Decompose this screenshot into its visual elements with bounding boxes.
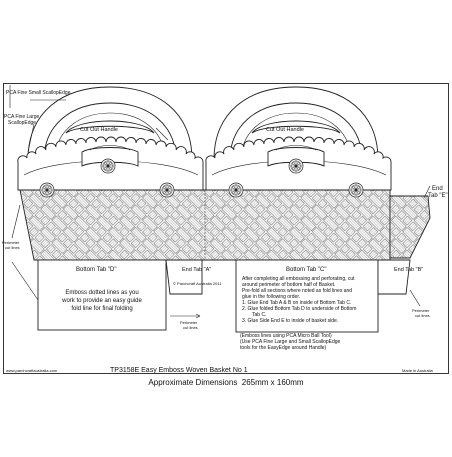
leader-line [11,204,21,239]
perimeter-label: cut lines [183,325,198,330]
rosette-ornament [228,182,244,198]
rosette-ornament [288,158,304,174]
tools-note-line: (Use PCA Fine Large and Small ScallopEdg… [240,339,341,345]
rosette-ornament [159,182,175,198]
instruction-line: 3. Glue Side End E to inside of basket s… [242,318,338,324]
end-tab-a-panel [165,259,203,295]
leader-line [11,261,39,301]
rosette-ornament [348,182,364,198]
leader-line [195,315,201,319]
end-tab-b-panel [377,259,411,295]
right-handle [213,86,379,161]
perimeter-label: cut lines [415,313,430,318]
small-scallop-label: PCA Fine Small ScallopEdge [6,90,71,96]
leader-line [195,313,201,317]
end-tab-b-label: End Tab "B" [394,267,423,273]
end-tab-e-label: Tab "E" [428,193,448,199]
instruction-line: After completing all embossing and perfo… [242,276,355,282]
rosette-ornament [100,158,116,174]
website-text: www.parchcraftaustralia.com [6,368,58,373]
bottom-tab-d-label: Bottom Tab "D" [76,267,117,273]
instruction-line: around perimeter of bottom half of Baske… [242,282,335,288]
emboss-note-line: fold line for final folding [71,306,132,312]
tools-note-line: (Emboss lines using PCA Micro Ball Tool) [240,333,332,339]
instruction-line: glue in the following order. [242,294,300,300]
emboss-note-line: Emboss dotted lines as you [65,290,138,296]
tools-note-line: tools for the EasyEdge around Handle) [240,345,326,351]
product-title: TP3158E Easy Emboss Woven Basket No 1 [110,367,248,374]
perimeter-label: Perimeter [2,240,20,245]
instruction-line: 1. Glue End Tab A & B on inside of Botto… [242,300,351,306]
emboss-note-line: work to provide an easy guide [61,298,142,304]
leader-line [27,123,35,153]
dimensions-caption: Approximate Dimensions 265mm x 160mm [148,378,304,387]
rosette-ornament [39,182,55,198]
handle-label-right: Cut Out Handle [266,127,304,133]
made-in-text: Made in Australia [402,368,433,373]
instruction-line: 2. Glue folded Bottom Tab D to underside… [242,306,356,312]
bottom-tab-c-panel [235,259,379,333]
instruction-line: Pre-fold all sections where noted as fol… [242,288,352,294]
leader-line [155,127,169,141]
end-tab-a-label: End Tab "A" [182,267,211,273]
bottom-tab-c-label: Bottom Tab "C" [286,267,327,273]
perimeter-label: cut lines [5,245,20,250]
copyright-text: © Parchcraft Australia 2011 [173,281,222,286]
end-tab-e-label: End [432,186,443,192]
perimeter-label: Perimeter [412,308,430,313]
leader-line [409,289,421,307]
leader-line [423,185,431,199]
perimeter-label: Perimeter [180,320,198,325]
handle-label-left: Cut Out Handle [80,127,118,133]
large-scallop-label: PCA Fine Large [4,114,40,120]
large-scallop-label: ScallopEdge [8,120,36,126]
instruction-line: Tab C. [252,312,266,318]
